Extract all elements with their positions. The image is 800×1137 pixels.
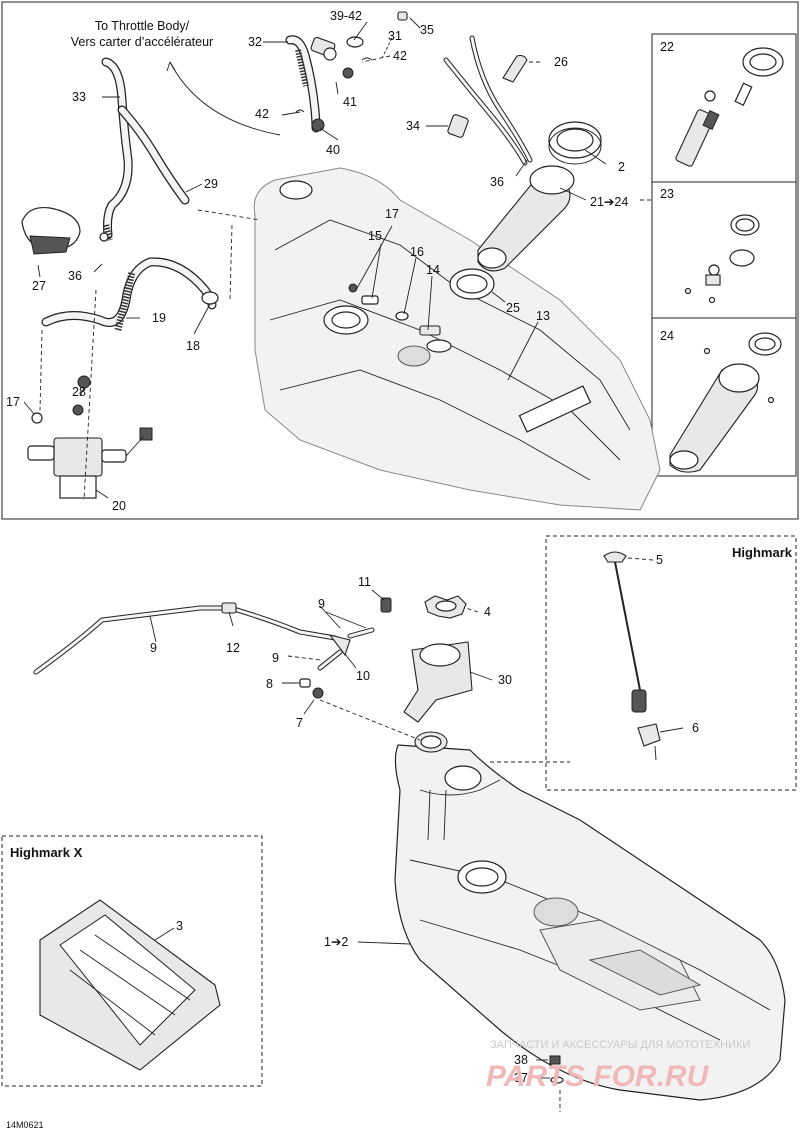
callout-8: 8 bbox=[266, 677, 273, 691]
callout-34: 34 bbox=[406, 119, 420, 133]
callout-5: 5 bbox=[656, 553, 663, 567]
clip-drawing bbox=[447, 114, 469, 138]
breather-hose-drawing bbox=[41, 257, 219, 331]
diagram-code: 14M0621 bbox=[6, 1120, 44, 1130]
callout-7: 7 bbox=[296, 716, 303, 730]
lock-ring-drawing bbox=[548, 121, 602, 165]
fuel-gauge-sender-drawing bbox=[603, 551, 661, 747]
callout-22: 22 bbox=[660, 40, 674, 54]
callout-15: 15 bbox=[368, 229, 382, 243]
callout-26: 26 bbox=[554, 55, 568, 69]
callout-12: 12 bbox=[226, 641, 240, 655]
callout-37: 37 bbox=[514, 1071, 528, 1085]
callout-17-top: 17 bbox=[385, 207, 399, 221]
callout-16: 16 bbox=[410, 245, 424, 259]
watermark-logo: PARTS FOR.RU bbox=[486, 1060, 710, 1093]
callout-23: 23 bbox=[660, 187, 674, 201]
vent-hose-drawing bbox=[101, 57, 190, 241]
throttle-arrow bbox=[169, 61, 281, 136]
callout-39-42: 39-42 bbox=[330, 9, 362, 23]
callout-18: 18 bbox=[186, 339, 200, 353]
inset-23-frame bbox=[651, 181, 797, 319]
callout-10: 10 bbox=[356, 669, 370, 683]
callout-38: 38 bbox=[514, 1053, 528, 1067]
callout-20: 20 bbox=[112, 499, 126, 513]
throttle-note-line1: To Throttle Body/ bbox=[95, 19, 190, 33]
callout-29: 29 bbox=[204, 177, 218, 191]
upper-diagram-frame bbox=[1, 1, 799, 520]
skid-plate-drawing bbox=[39, 899, 221, 1071]
fuel-pump-module-drawing bbox=[477, 165, 575, 272]
callout-9-left: 9 bbox=[150, 641, 157, 655]
callout-3: 3 bbox=[176, 919, 183, 933]
fuel-tank-lower-drawing bbox=[394, 731, 786, 1101]
callout-17-left: 17 bbox=[6, 395, 20, 409]
highmark-x-title: Highmark X bbox=[10, 845, 83, 860]
callout-30: 30 bbox=[498, 673, 512, 687]
throttle-note-line2: Vers carter d’accélérateur bbox=[71, 35, 213, 49]
fuel-tank-upper-drawing bbox=[253, 167, 661, 511]
screw-drawing bbox=[549, 1055, 561, 1065]
callout-31: 31 bbox=[388, 29, 402, 43]
leader-lines bbox=[23, 17, 684, 1112]
callout-40: 40 bbox=[326, 143, 340, 157]
connector-drawing bbox=[502, 54, 528, 83]
callout-42-left: 42 bbox=[255, 107, 269, 121]
callout-25: 25 bbox=[506, 301, 520, 315]
highmark-inset-frame bbox=[545, 535, 797, 791]
callout-27: 27 bbox=[32, 279, 46, 293]
callout-4: 4 bbox=[484, 605, 491, 619]
bracket-drawing bbox=[21, 206, 81, 255]
purge-valve-drawing bbox=[27, 375, 153, 499]
washer-drawing bbox=[550, 1076, 564, 1084]
callout-35: 35 bbox=[420, 23, 434, 37]
callout-14: 14 bbox=[426, 263, 440, 277]
callout-28: 28 bbox=[72, 385, 86, 399]
callout-42-top: 42 bbox=[393, 49, 407, 63]
tank-fittings-drawing bbox=[99, 232, 452, 353]
fuel-pump-housing-drawing bbox=[669, 332, 782, 473]
callout-13: 13 bbox=[536, 309, 550, 323]
vent-line-drawing bbox=[33, 597, 392, 699]
callout-1-2: 1➔2 bbox=[324, 935, 348, 949]
callout-19: 19 bbox=[152, 311, 166, 325]
inset-panels bbox=[651, 33, 797, 477]
fuel-filter-assembly-drawing bbox=[675, 47, 784, 167]
return-hose-drawing bbox=[285, 11, 408, 133]
highmark-x-inset-frame bbox=[1, 835, 263, 1087]
fuel-cap-drawing bbox=[424, 595, 467, 619]
callout-32: 32 bbox=[248, 35, 262, 49]
callout-36-top: 36 bbox=[490, 175, 504, 189]
seal-kit-drawing bbox=[684, 214, 760, 304]
callout-21-24: 21➔24 bbox=[590, 195, 628, 209]
tank-bracket-drawing bbox=[403, 641, 473, 723]
callout-41: 41 bbox=[343, 95, 357, 109]
callout-36-left: 36 bbox=[68, 269, 82, 283]
callout-9-upper: 9 bbox=[318, 597, 325, 611]
fuel-line-drawing bbox=[443, 35, 533, 166]
inset-24-frame bbox=[651, 317, 797, 477]
callout-11: 11 bbox=[358, 575, 371, 589]
watermark-text: ЗАПЧАСТИ И АКСЕССУАРЫ ДЛЯ МОТОТЕХНИКИ bbox=[490, 1039, 750, 1051]
callout-9-mid: 9 bbox=[272, 651, 279, 665]
callout-33: 33 bbox=[72, 90, 86, 104]
callout-6: 6 bbox=[692, 721, 699, 735]
callout-24: 24 bbox=[660, 329, 674, 343]
callout-2-top: 2 bbox=[618, 160, 625, 174]
highmark-title: Highmark bbox=[732, 545, 793, 560]
